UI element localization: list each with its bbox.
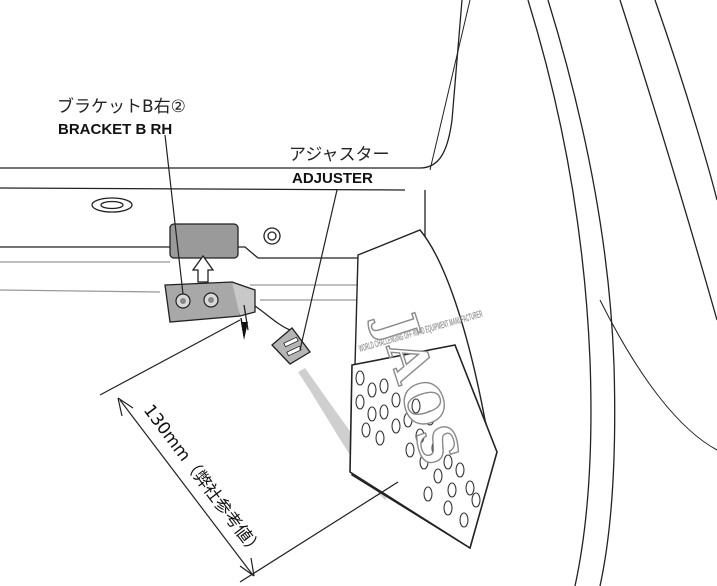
up-arrow-icon [191,254,215,283]
leader-lines [164,134,338,351]
mudflap-holes [355,370,481,528]
adjuster-label-en: ADJUSTER [292,170,373,187]
vehicle-body [0,0,471,301]
mudflap: JAOS WORLD CHALLENGING OFF ROAD EQUIPMEN… [349,229,498,550]
bracket-b-rh [164,281,256,331]
tire [527,0,717,586]
bracket-label-jp: ブラケットB右② [57,96,186,117]
dimension-label: 130mm（弊社参考値） [139,401,266,560]
adjuster [271,327,311,365]
dimension-lines [99,319,399,583]
strap [254,305,291,331]
bracket-label-en: BRACKET B RH [58,121,172,138]
bracket-mount-point [169,223,239,259]
adjuster-label-jp: アジャスター [289,145,389,165]
